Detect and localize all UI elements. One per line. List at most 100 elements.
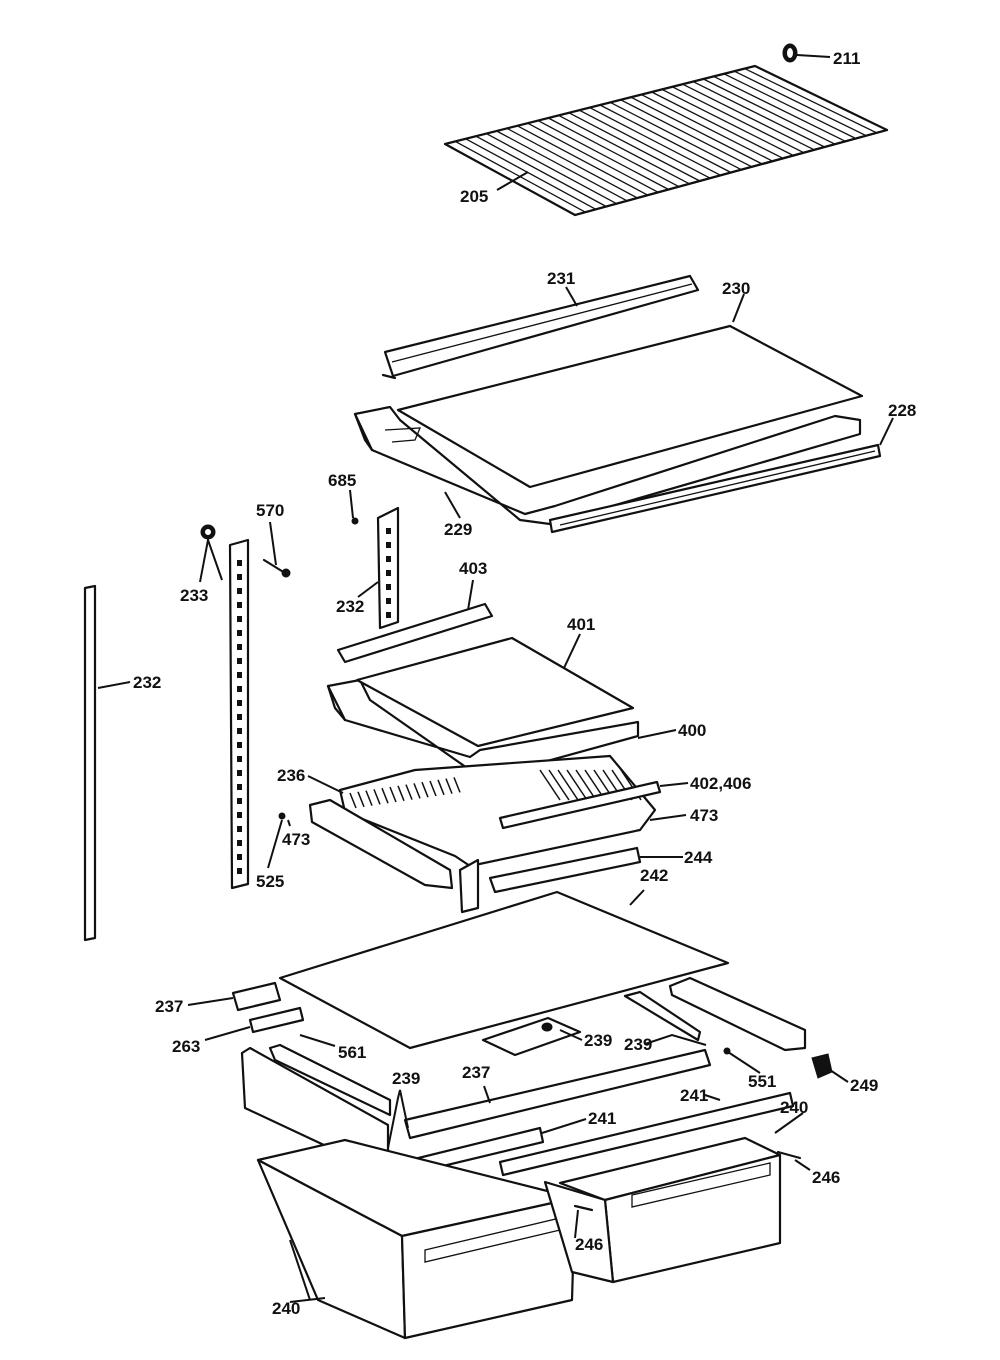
cover-frame-236 <box>338 754 657 868</box>
callout-labels: 211 205 231 230 228 229 685 570 233 232 … <box>133 49 916 1318</box>
screw-570 <box>262 558 291 578</box>
cover-slat <box>397 785 405 802</box>
cover-slat <box>413 783 421 799</box>
callout-685: 685 <box>328 471 356 490</box>
ladder-slot <box>237 588 242 594</box>
cover-slat <box>349 792 357 809</box>
cover-slat <box>429 780 437 797</box>
callout-228: 228 <box>888 401 916 420</box>
wire-rod <box>651 91 784 159</box>
bracket-237-left <box>231 981 282 1012</box>
cover-slat <box>437 779 445 796</box>
support-239-left <box>240 1043 392 1162</box>
ladder-slot <box>386 612 391 618</box>
ladder-slot <box>237 700 242 706</box>
wire-shelf-205 <box>443 64 889 217</box>
ladder-slot <box>237 826 242 832</box>
callout-231: 231 <box>547 269 575 288</box>
wire-rod <box>465 138 597 210</box>
crisper-drawer-240-left <box>256 1138 577 1340</box>
wire-rod <box>661 88 794 157</box>
callout-473-right: 473 <box>690 806 718 825</box>
wire-rod <box>527 122 659 193</box>
shelf-trim-228 <box>548 443 882 534</box>
ladder-slot <box>386 584 391 590</box>
ladder-slot <box>237 798 242 804</box>
shelf-frame-400 <box>326 678 640 776</box>
wire-rod <box>672 86 805 154</box>
callout-233: 233 <box>180 586 208 605</box>
callout-241-center: 241 <box>588 1109 616 1128</box>
shelf-trim-403 <box>336 602 494 664</box>
center-bracket-239 <box>481 1016 582 1057</box>
cover-slat <box>421 781 429 798</box>
cover-rail-244 <box>488 846 642 894</box>
wire-rod <box>620 99 753 168</box>
callout-239-right: 239 <box>624 1035 652 1054</box>
ladder-slot <box>237 812 242 818</box>
wire-rod <box>723 73 857 140</box>
cover-slat <box>373 789 381 805</box>
glass-shelf-401 <box>355 636 635 748</box>
callout-263: 263 <box>172 1037 200 1056</box>
callout-242: 242 <box>640 866 668 885</box>
callout-236: 236 <box>277 766 305 785</box>
callout-570: 570 <box>256 501 284 520</box>
cover-slat <box>575 769 597 801</box>
shelf-bumper-211 <box>782 43 798 63</box>
ladder-slot <box>237 602 242 608</box>
ladder-slot <box>386 570 391 576</box>
ladder-slot <box>237 770 242 776</box>
ladder-slot <box>386 598 391 604</box>
ladder-slot <box>237 574 242 580</box>
wire-rod <box>496 130 628 202</box>
wire-rod <box>486 133 617 205</box>
cover-slat <box>365 790 373 806</box>
cover-slat <box>381 787 389 804</box>
ladder-slot <box>237 714 242 720</box>
ladder-slot <box>237 756 242 762</box>
callout-239-center: 239 <box>584 1031 612 1050</box>
cover-slat <box>453 777 461 793</box>
callout-249: 249 <box>850 1076 878 1095</box>
screw-685 <box>351 517 359 525</box>
cover-slat <box>445 778 453 794</box>
callout-232-right: 232 <box>336 597 364 616</box>
callout-240-right: 240 <box>780 1098 808 1117</box>
shelf-trim-231 <box>381 274 700 380</box>
rail-241-right <box>498 1091 795 1177</box>
ladder-slot <box>386 528 391 534</box>
drawer-handle-246 <box>573 1150 802 1212</box>
wire-rod <box>558 114 690 185</box>
callout-205: 205 <box>460 187 488 206</box>
callout-246-right: 246 <box>812 1168 840 1187</box>
shelf-ladder-center <box>228 538 250 890</box>
callout-551: 551 <box>748 1072 776 1091</box>
rail-263 <box>248 1006 305 1034</box>
clip-233 <box>200 524 216 540</box>
wire-rod <box>682 83 815 151</box>
callout-525: 525 <box>256 872 284 891</box>
callout-403: 403 <box>459 559 487 578</box>
shelf-frame-229 <box>353 405 862 526</box>
wire-rod <box>537 120 669 191</box>
cover-slat <box>539 769 561 801</box>
callout-240-left: 240 <box>272 1299 300 1318</box>
wire-rod <box>641 94 773 162</box>
leader-lines <box>97 54 894 1303</box>
cover-side-rail <box>308 798 480 914</box>
wire-rod <box>692 81 825 148</box>
ladder-slot <box>237 672 242 678</box>
shelf-ladder-232-left <box>83 584 97 942</box>
glass-shelf-230 <box>396 324 864 489</box>
callout-561: 561 <box>338 1043 366 1062</box>
cover-rail-402-406 <box>498 780 662 830</box>
cover-slat <box>357 791 365 808</box>
callout-229: 229 <box>444 520 472 539</box>
callout-230: 230 <box>722 279 750 298</box>
callout-237-left: 237 <box>155 997 183 1016</box>
callout-237-center: 237 <box>462 1063 490 1082</box>
ladder-slot <box>237 658 242 664</box>
